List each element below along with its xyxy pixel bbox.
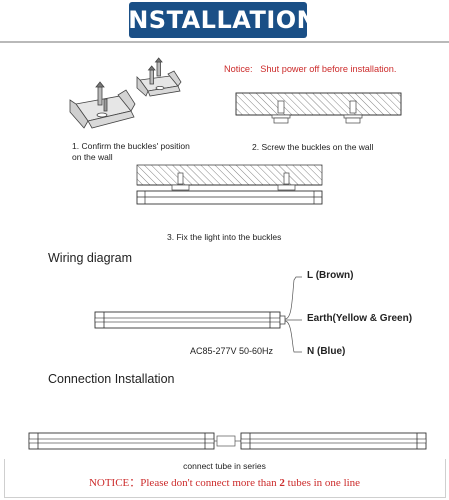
power-off-notice: Notice: Shut power off before installati… — [224, 64, 397, 74]
wire-label-n: N (Blue) — [307, 346, 346, 357]
buckle-illustration-right — [136, 57, 182, 97]
connection-tube-right — [240, 432, 427, 450]
connection-installation-title: Connection Installation — [48, 372, 175, 386]
step-1-line-2: on the wall — [72, 152, 113, 162]
series-caption: connect tube in series — [183, 461, 266, 471]
step-3-caption: 3. Fix the light into the buckles — [167, 232, 282, 242]
notice-prefix: NOTICE：Please don't connect more than — [88, 477, 280, 489]
wire-label-l: L (Brown) — [307, 270, 354, 281]
wall-with-buckles — [235, 92, 402, 124]
wiring-leads — [284, 276, 302, 353]
banner-divider — [0, 41, 449, 43]
step-1-line-1: 1. Confirm the buckles' position — [72, 141, 190, 151]
buckle-illustration-left — [69, 81, 136, 129]
notice-number: 2 — [279, 477, 285, 489]
series-connector — [214, 435, 241, 447]
step-1-caption: 1. Confirm the buckles' position on the … — [72, 141, 190, 163]
notice-suffix: tubes in one line — [284, 477, 361, 489]
connection-tube-left — [28, 432, 215, 450]
installation-banner: INSTALLATION — [119, 2, 317, 38]
wire-label-earth: Earth(Yellow & Green) — [307, 313, 413, 324]
voltage-label: AC85-277V 50-60Hz — [190, 346, 274, 356]
wiring-tube — [94, 311, 286, 329]
step-2-caption: 2. Screw the buckles on the wall — [252, 142, 374, 152]
light-fixed-to-wall — [136, 164, 323, 205]
caption-frame — [4, 459, 446, 498]
tube-limit-notice: NOTICE：Please don't connect more than 2 … — [0, 474, 449, 490]
wiring-diagram-title: Wiring diagram — [48, 251, 133, 265]
